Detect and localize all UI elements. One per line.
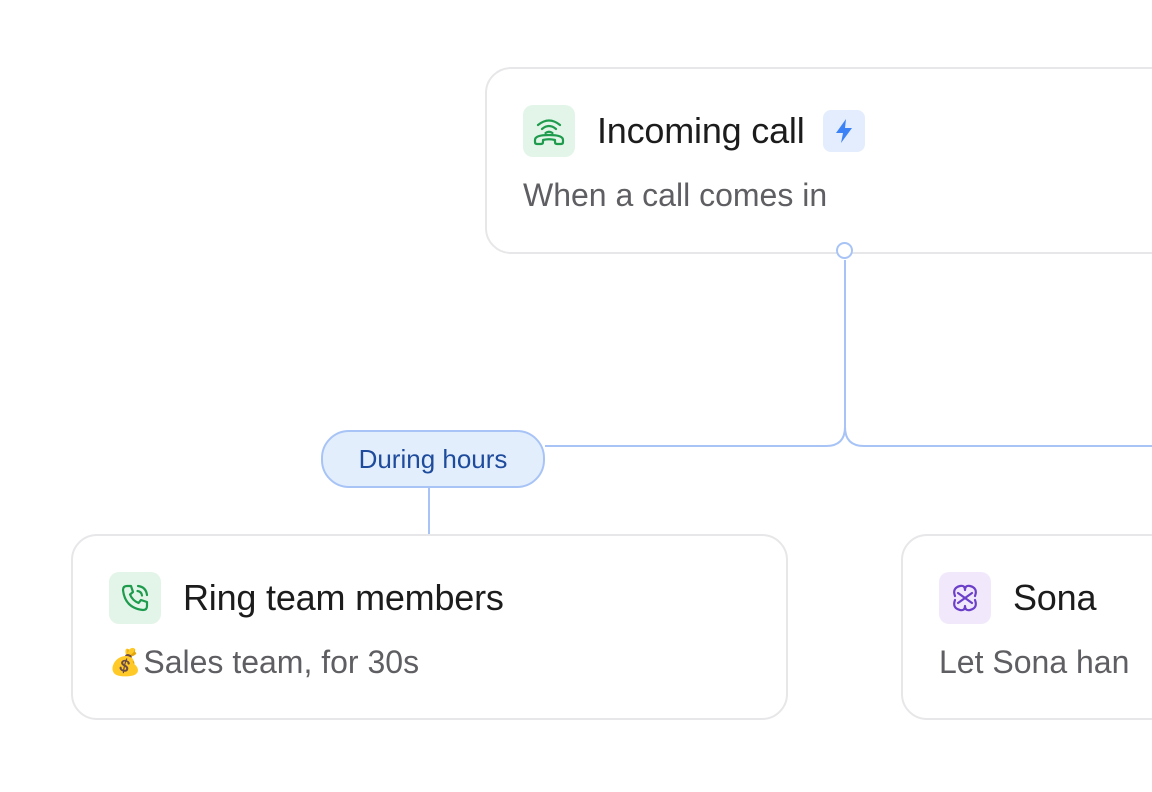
- branch-label-during-hours[interactable]: During hours: [321, 430, 545, 488]
- trigger-down-connector: [545, 260, 846, 447]
- ring-node-subtitle-text: Sales team, for 30s: [143, 644, 420, 680]
- trigger-node-header: Incoming call: [523, 105, 865, 157]
- ring-node-header: Ring team members: [109, 572, 504, 624]
- sona-node[interactable]: Sona Let Sona han: [901, 534, 1152, 720]
- sona-node-header: Sona: [939, 572, 1096, 624]
- ring-team-members-node[interactable]: Ring team members 💰Sales team, for 30s: [71, 534, 788, 720]
- incoming-call-icon: [523, 105, 575, 157]
- phone-ringing-icon: [109, 572, 161, 624]
- money-bag-emoji: 💰: [109, 647, 142, 677]
- lightning-icon: [822, 110, 865, 152]
- ring-node-subtitle: 💰Sales team, for 30s: [109, 644, 419, 681]
- trigger-right-connector: [844, 426, 1152, 447]
- ring-node-title: Ring team members: [183, 577, 504, 618]
- sona-node-subtitle: Let Sona han: [939, 644, 1130, 680]
- sona-logo-icon: [939, 572, 991, 624]
- branch-label-text: During hours: [358, 443, 508, 474]
- trigger-node-subtitle: When a call comes in: [523, 177, 828, 213]
- trigger-node-title: Incoming call: [597, 110, 805, 151]
- trigger-output-handle[interactable]: [836, 242, 853, 259]
- trigger-node-incoming-call[interactable]: Incoming call When a call comes in: [485, 67, 1152, 254]
- sona-node-title: Sona: [1013, 577, 1097, 618]
